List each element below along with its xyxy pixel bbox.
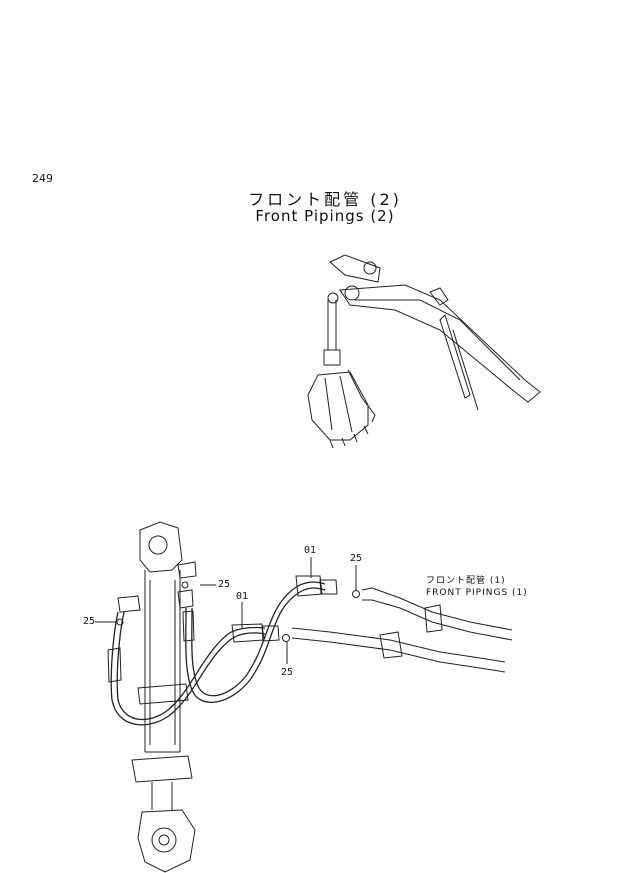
- callout-01-lower-hose: 01: [236, 591, 249, 602]
- reference-english: FRONT PIPINGS (1): [426, 588, 528, 598]
- page-title-japanese: フロント配管 (2): [248, 190, 402, 209]
- callout-01-upper-hose: 01: [304, 545, 317, 556]
- page-title-english: Front Pipings (2): [255, 207, 395, 225]
- callout-25-right: 25: [350, 553, 363, 564]
- callout-25-bottom: 25: [281, 667, 294, 678]
- page-number: 249: [32, 172, 53, 185]
- callout-25-left: 25: [83, 616, 96, 627]
- callout-25-upper: 25: [218, 579, 231, 590]
- reference-japanese: フロント配管 (1): [426, 576, 506, 586]
